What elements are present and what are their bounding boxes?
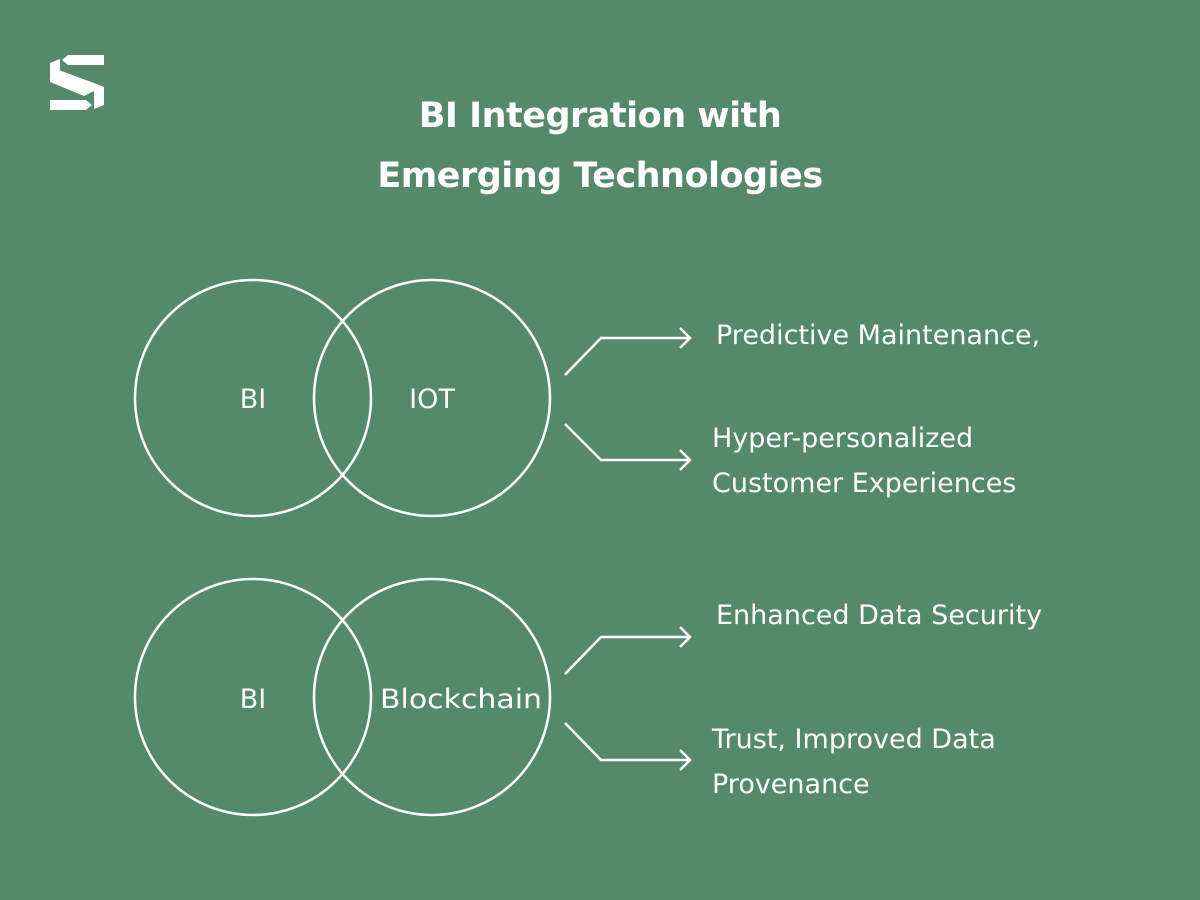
outcome-line: Trust, Improved Data — [712, 724, 996, 755]
outcome-line: Enhanced Data Security — [716, 600, 1043, 631]
venn-circle-bi-1 — [133, 278, 373, 518]
venn-circle-blockchain — [312, 577, 552, 817]
arrow-1-lower — [564, 423, 690, 462]
brand-logo-icon — [50, 55, 104, 110]
arrow-head-2-upper — [679, 626, 692, 648]
outcome-predictive-maintenance: Predictive Maintenance, — [716, 313, 1040, 358]
outcome-line: Customer Experiences — [712, 468, 1017, 499]
arrow-head-1-lower — [679, 449, 692, 471]
venn-circle-iot — [312, 278, 552, 518]
venn-label-bi-1: BI — [240, 384, 267, 415]
venn-label-iot: IOT — [409, 384, 455, 415]
title-line-2: Emerging Technologies — [377, 156, 823, 196]
arrow-head-1-upper — [679, 327, 692, 349]
arrow-head-2-lower — [679, 749, 692, 771]
outcome-line: Hyper-personalized — [712, 423, 974, 454]
outcome-line: Provenance — [712, 769, 870, 800]
venn-label-blockchain: Blockchain — [380, 684, 542, 715]
page-title: BI Integration with Emerging Technologie… — [0, 86, 1200, 206]
venn-circle-bi-2 — [133, 577, 373, 817]
outcome-line: Predictive Maintenance, — [716, 320, 1041, 351]
outcome-enhanced-data-security: Enhanced Data Security — [716, 593, 1042, 638]
arrow-1-upper — [564, 336, 690, 376]
venn-label-bi-2: BI — [240, 684, 267, 715]
outcome-trust-provenance: Trust, Improved Data Provenance — [712, 717, 996, 807]
title-line-1: BI Integration with — [418, 96, 782, 136]
arrow-2-lower — [564, 722, 690, 762]
outcome-hyper-personalized: Hyper-personalized Customer Experiences — [712, 416, 1016, 506]
arrow-2-upper — [564, 635, 690, 675]
